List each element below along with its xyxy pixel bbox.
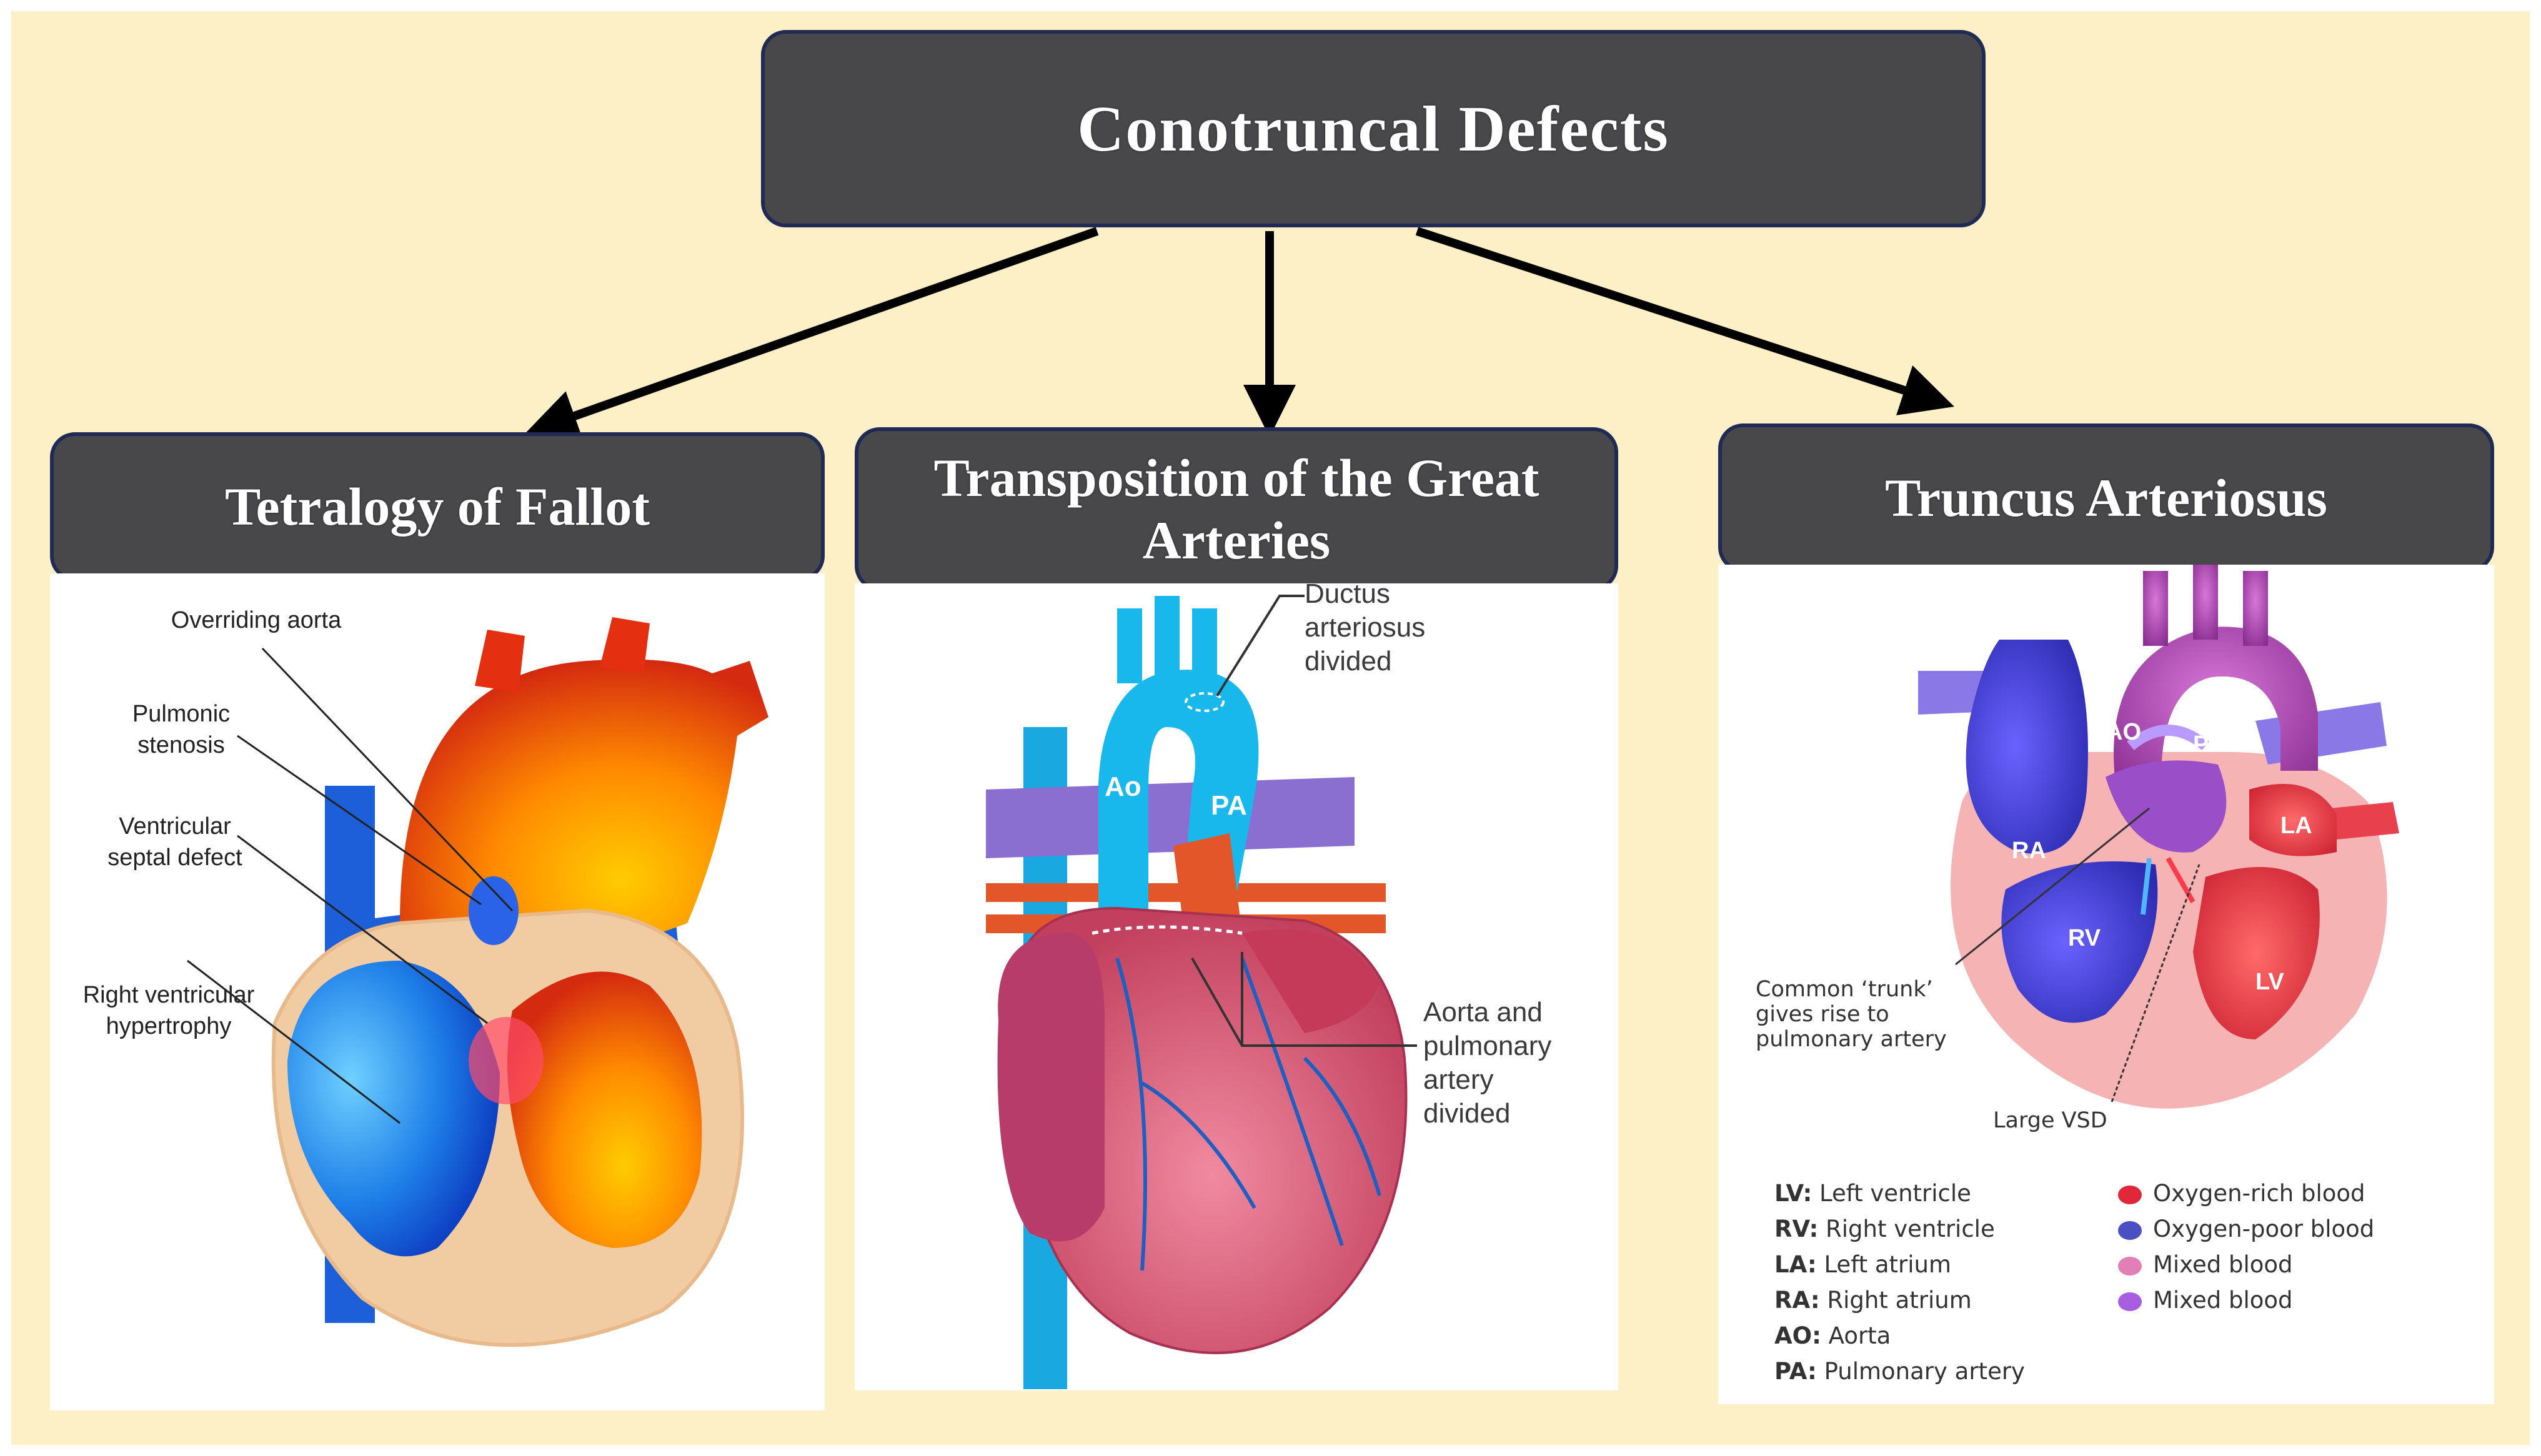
- abbreviation-row: AO: Aorta: [1774, 1322, 1891, 1349]
- trunk-branches: [2143, 565, 2268, 646]
- coronary-vessels: [1115, 957, 1381, 1271]
- connector-arrows: [525, 227, 1954, 441]
- arrow-to-tetralogy: [525, 227, 1099, 441]
- great-artery-division-marker: [1091, 925, 1243, 935]
- transposition-header: Transposition of the Great Arteries: [855, 427, 1618, 591]
- aortic-branch-shape-3: [1192, 608, 1217, 683]
- tetralogy-heart-illustration: [187, 617, 768, 1347]
- pulmonic-valve-shape: [469, 876, 519, 945]
- transposition-title: Transposition of the Great Arteries: [933, 448, 1539, 570]
- left-ventricle-shape: [2193, 867, 2320, 1039]
- legend-swatch: [2118, 1185, 2142, 1204]
- truncus-heart-illustration: AO PA RA LA RV LV: [1918, 565, 2399, 1109]
- abbreviation-row: PA: Pulmonary artery: [1774, 1358, 2025, 1385]
- label-lv: LV: [2255, 969, 2284, 995]
- leader-vsd: [237, 834, 488, 1024]
- label-rv: RV: [2068, 925, 2101, 951]
- leader-pulmonic-stenosis: [237, 735, 482, 906]
- common-trunk-shape: [2114, 626, 2318, 802]
- aortic-branch-shape: [1117, 608, 1142, 683]
- root-node: Conotruncal Defects: [761, 30, 1986, 227]
- label-ao: Ao: [1105, 771, 1141, 802]
- label-pulmonic-stenosis: Pulmonic stenosis: [132, 701, 231, 758]
- aortic-branch-shape-2: [1155, 596, 1180, 677]
- tetralogy-title: Tetralogy of Fallot: [225, 477, 650, 537]
- aortic-branch-shape: [475, 630, 525, 692]
- leader-common-trunk: [1955, 807, 2150, 966]
- truncus-header: Truncus Arteriosus: [1718, 423, 2494, 572]
- tetralogy-header: Tetralogy of Fallot: [50, 432, 825, 581]
- legend-mixed-purple: Mixed blood: [2118, 1287, 2293, 1314]
- label-large-vsd: Large VSD: [1993, 1108, 2107, 1133]
- label-ventricular-septal-defect: Ventricular septal defect: [107, 813, 242, 871]
- label-ra: RA: [2012, 838, 2046, 864]
- arrow-to-truncus: [1415, 227, 1954, 415]
- label-right-ventricular-hypertrophy: Right ventricular hypertrophy: [82, 982, 255, 1039]
- legend-oxygen-poor: Oxygen-poor blood: [2118, 1216, 2374, 1242]
- diagram-canvas: Conotruncal Defects Tetralogy of Fallot …: [11, 11, 2530, 1445]
- tetralogy-illustration-panel: Overriding aorta Pulmonic stenosis Ventr…: [50, 573, 825, 1410]
- truncus-illustration-panel: AO PA RA LA RV LV Common ‘trunk’ gives r…: [1718, 565, 2494, 1404]
- atrium-shape: [997, 933, 1105, 1242]
- transposition-illustration-panel: Ao PA Ductus arteriosus divided Aorta an…: [855, 583, 1618, 1390]
- aortic-branch-shape-2: [600, 617, 650, 673]
- label-overriding-aorta: Overriding aorta: [171, 607, 342, 633]
- label-ao: AO: [2106, 719, 2141, 745]
- right-appendage-shape: [1242, 929, 1380, 1033]
- flow-arrow-mixed: [2127, 725, 2209, 751]
- trunk-root-shape: [2106, 760, 2227, 853]
- legend-oxygen-rich: Oxygen-rich blood: [2118, 1180, 2365, 1207]
- transposition-heart-illustration: Ao PA: [986, 595, 1417, 1389]
- ductus-division-marker: [1185, 692, 1225, 712]
- label-ductus-arteriosus: Ductus arteriosus divided: [1305, 583, 1426, 676]
- leader-overriding-aorta: [261, 647, 514, 912]
- label-pa: PA: [1211, 790, 1247, 821]
- right-ventricle-shape: [287, 961, 500, 1257]
- right-ventricle-shape: [2001, 861, 2158, 1023]
- left-atrium-shape: [2249, 784, 2337, 856]
- legend-swatch: [2118, 1292, 2142, 1311]
- abbreviation-row: RA: Right atrium: [1774, 1287, 1972, 1314]
- truncus-title: Truncus Arteriosus: [1885, 468, 2327, 528]
- abbreviation-row: RV: Right ventricle: [1774, 1216, 1995, 1242]
- leader-rvh: [187, 959, 400, 1124]
- label-pa: PA: [2193, 731, 2224, 758]
- abbreviation-row: LA: Left atrium: [1774, 1251, 1952, 1278]
- flow-arrow-rv: [2141, 858, 2152, 915]
- leader-ductus: [1216, 595, 1305, 697]
- label-common-trunk: Common ‘trunk’ gives rise to pulmonary a…: [1756, 977, 1947, 1052]
- label-aorta-pulmonary-divided: Aorta and pulmonary artery divided: [1423, 997, 1552, 1129]
- legend-swatch: [2118, 1221, 2142, 1240]
- septal-defect-shape: [469, 1017, 544, 1104]
- pulmonary-branch-right-shape: [2255, 702, 2387, 765]
- leader-large-vsd: [2111, 864, 2200, 1102]
- legend-mixed-pink: Mixed blood: [2118, 1251, 2293, 1278]
- abbreviation-row: LV: Left ventricle: [1774, 1180, 1971, 1207]
- right-atrium-shape: [1966, 640, 2088, 854]
- left-ventricle-shape: [507, 971, 702, 1248]
- label-la: LA: [2280, 813, 2312, 839]
- root-title: Conotruncal Defects: [1077, 92, 1669, 165]
- pulmonary-branch-shape: [986, 777, 1355, 858]
- legend-swatch: [2118, 1256, 2142, 1275]
